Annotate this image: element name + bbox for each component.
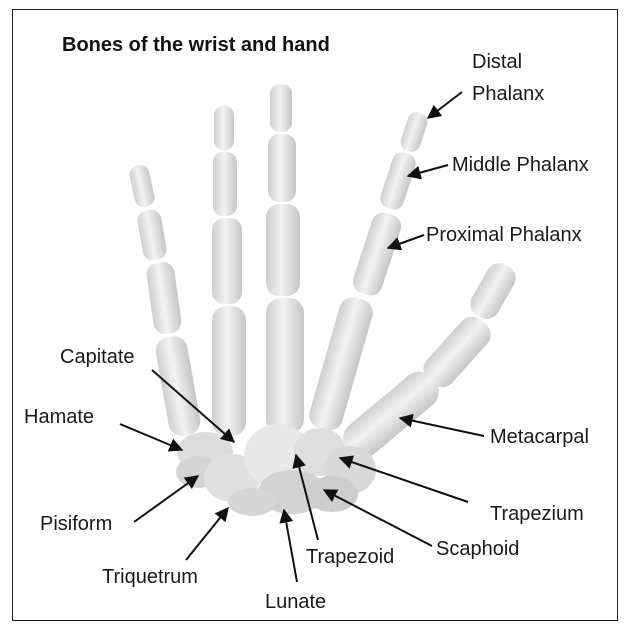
- label-middle-phalanx: Middle Phalanx: [452, 155, 589, 175]
- middle-finger-bones: [266, 84, 304, 434]
- label-capitate: Capitate: [60, 347, 135, 367]
- label-distal-phalanx-line1: Distal: [472, 52, 522, 72]
- label-scaphoid: Scaphoid: [436, 539, 519, 559]
- label-trapezium: Trapezium: [490, 504, 584, 524]
- ring-finger-bones: [212, 106, 246, 436]
- label-metacarpal: Metacarpal: [490, 427, 589, 447]
- label-proximal-phalanx: Proximal Phalanx: [426, 225, 582, 245]
- label-hamate: Hamate: [24, 407, 94, 427]
- label-lunate: Lunate: [265, 592, 326, 612]
- label-trapezoid: Trapezoid: [306, 547, 394, 567]
- diagram-title: Bones of the wrist and hand: [62, 34, 330, 57]
- little-finger-bones: [128, 163, 203, 438]
- label-triquetrum: Triquetrum: [102, 567, 198, 587]
- label-distal-phalanx-line2: Phalanx: [472, 84, 544, 104]
- label-pisiform: Pisiform: [40, 514, 112, 534]
